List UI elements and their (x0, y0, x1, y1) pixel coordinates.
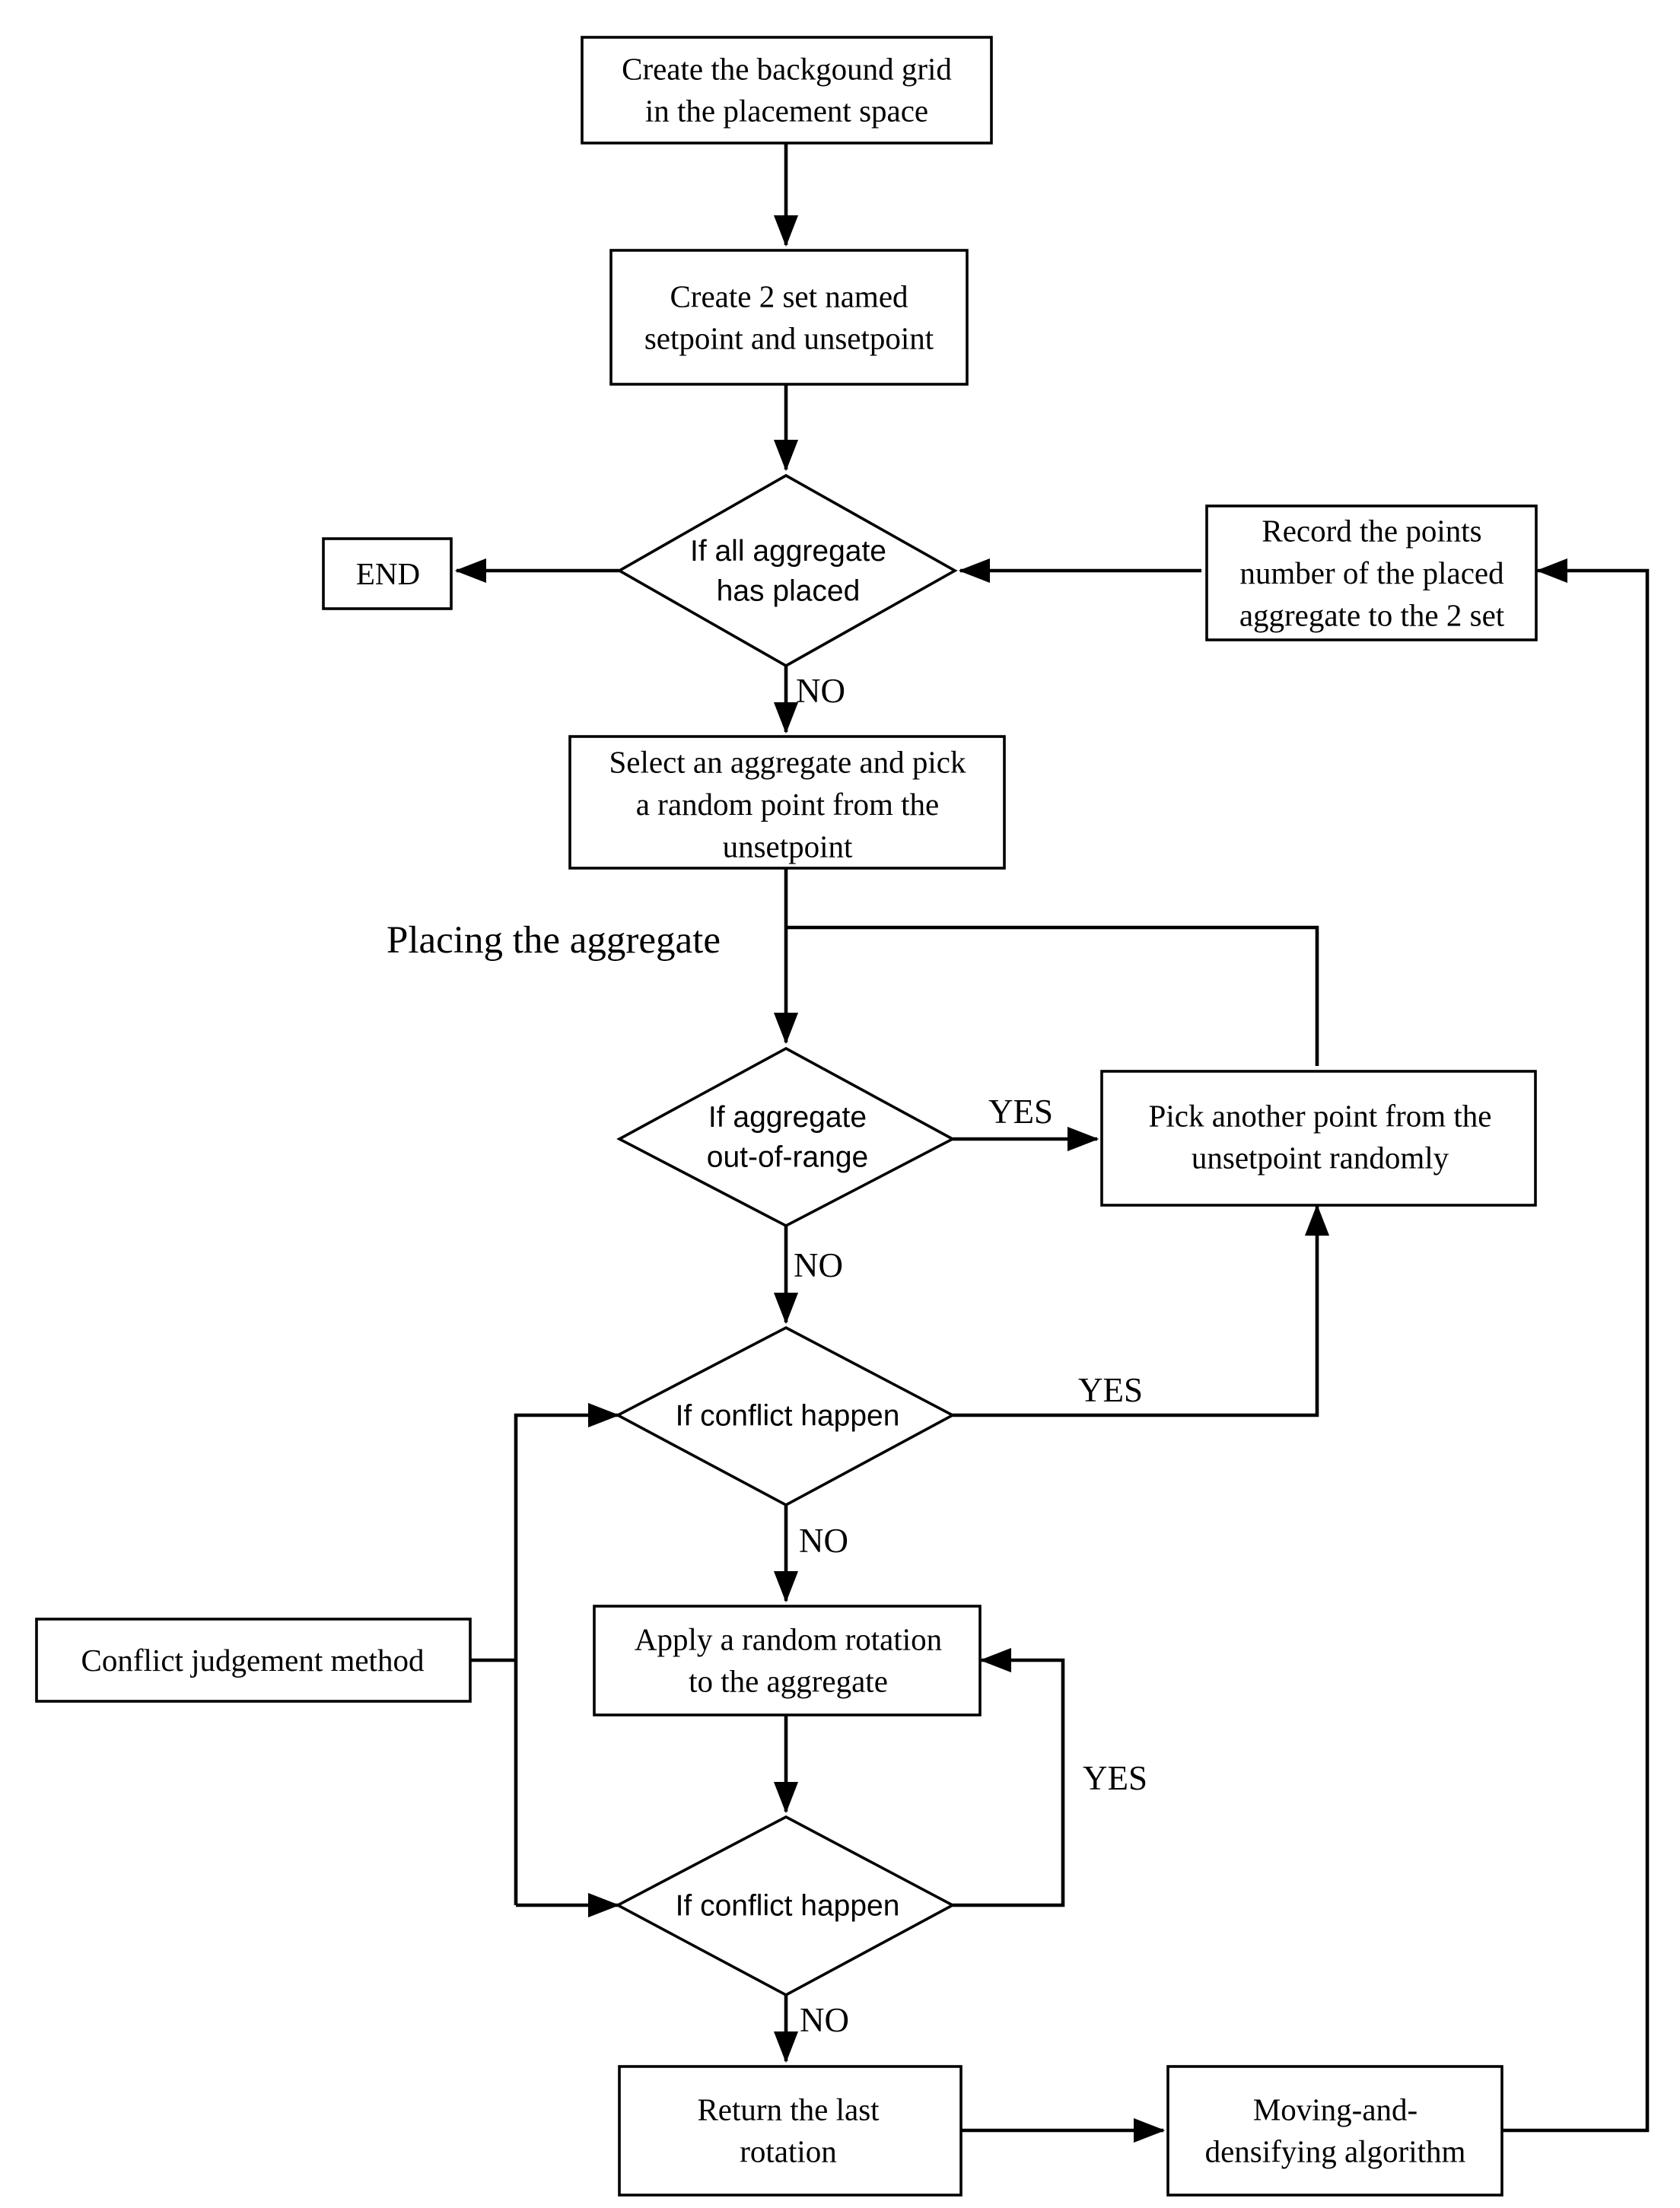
node-return-rotation-text: Return the last rotation (697, 2092, 880, 2168)
text-line: out-of-range (707, 1141, 868, 1174)
edge-judgement-to-conflict-1 (514, 1402, 620, 1905)
decision-out-of-range: If aggregate out-of-range (616, 1046, 956, 1228)
label-no-conflict-2: NO (800, 2001, 849, 2039)
label-yes-out-of-range: YES (988, 1093, 1053, 1131)
text-line: Select an aggregate and pick (609, 745, 966, 780)
text-line: Apply a random rotation (635, 1621, 942, 1656)
node-create-sets: Create 2 set named setpoint and unsetpoin… (609, 249, 969, 386)
label-no-conflict-1: NO (799, 1522, 848, 1560)
label-yes-conflict-1: YES (1078, 1371, 1143, 1409)
node-record-text: Record the points number of the placed agg… (1239, 514, 1505, 633)
text-line: END (356, 556, 420, 591)
decision-all-placed: If all aggregate has placed (616, 473, 958, 668)
text-line: a random point from the (636, 787, 940, 822)
text-line: If conflict happen (676, 1399, 900, 1432)
text-line: Create 2 set named (670, 278, 908, 313)
text-line: number of the placed (1239, 555, 1503, 590)
node-conflict-judgement-text: Conflict judgement method (81, 1643, 425, 1678)
text-line: densifying algorithm (1205, 2134, 1466, 2169)
text-line: Conflict judgement method (81, 1643, 425, 1678)
text-line: Create the backgound grid (622, 51, 952, 86)
edge-conflict-1-to-pick-another (953, 1204, 1330, 1417)
section-label-placing: Placing the aggregate (387, 919, 721, 962)
text-line: setpoint and unsetpoint (644, 321, 934, 356)
decision-all-placed-text: If all aggregate has placed (690, 535, 886, 608)
decision-conflict-2-text: If conflict happen (676, 1889, 900, 1922)
text-line: If aggregate (708, 1101, 867, 1134)
node-record: Record the points number of the placed agg… (1205, 504, 1538, 641)
text-line: in the placement space (645, 94, 928, 129)
text-line: If conflict happen (676, 1889, 900, 1922)
edge-pick-another-loop-back (786, 925, 1319, 1066)
node-pick-another: Pick another point from the unsetpoint ra… (1100, 1070, 1537, 1207)
text-line: has placed (717, 575, 861, 608)
label-yes-conflict-2: YES (1083, 1759, 1147, 1797)
decision-out-of-range-text: If aggregate out-of-range (707, 1101, 868, 1174)
node-end: END (322, 537, 453, 610)
label-no-out-of-range: NO (794, 1246, 843, 1284)
node-moving-text: Moving-and-densifying algorithm (1205, 2092, 1466, 2168)
text-line: Record the points (1262, 514, 1481, 549)
node-end-text: END (356, 556, 420, 591)
node-select-text: Select an aggregate and pick a random poi… (609, 745, 966, 864)
node-moving: Moving-and-densifying algorithm (1166, 2065, 1503, 2197)
text-line: rotation (740, 2134, 837, 2169)
text-line: If all aggregate (690, 535, 886, 568)
decision-conflict-2: If conflict happen (615, 1815, 956, 1997)
decision-conflict-1: If conflict happen (615, 1325, 956, 1507)
node-create-sets-text: Create 2 set named setpoint and unsetpoin… (644, 278, 934, 355)
connectors (454, 142, 1650, 2143)
node-apply-rotation: Apply a random rotation to the aggregate (593, 1605, 982, 1716)
node-pick-another-text: Pick another point from the unsetpoint ra… (1149, 1098, 1492, 1175)
text-line: to the aggregate (689, 1664, 888, 1699)
decision-conflict-1-text: If conflict happen (676, 1399, 900, 1432)
edge-conflict-2-yes-to-apply-rotation (953, 1647, 1065, 1907)
text-line: Moving-and- (1253, 2092, 1418, 2127)
text-line: unsetpoint randomly (1192, 1141, 1449, 1176)
node-create-grid: Create the backgound grid in the placemen… (581, 36, 993, 145)
text-line: Pick another point from the (1149, 1098, 1492, 1133)
node-create-grid-text: Create the backgound grid in the placemen… (622, 51, 952, 128)
text-line: aggregate to the 2 set (1239, 597, 1505, 632)
text-line: unsetpoint (723, 829, 853, 864)
node-conflict-judgement: Conflict judgement method (35, 1618, 472, 1703)
text-line: Return the last (697, 2092, 880, 2127)
node-select: Select an aggregate and pick a random poi… (568, 735, 1006, 870)
node-return-rotation: Return the last rotation (618, 2065, 963, 2197)
label-no-all-placed: NO (796, 672, 845, 710)
node-apply-rotation-text: Apply a random rotation to the aggregate (635, 1621, 942, 1698)
edge-moving-to-record (1502, 558, 1650, 2133)
